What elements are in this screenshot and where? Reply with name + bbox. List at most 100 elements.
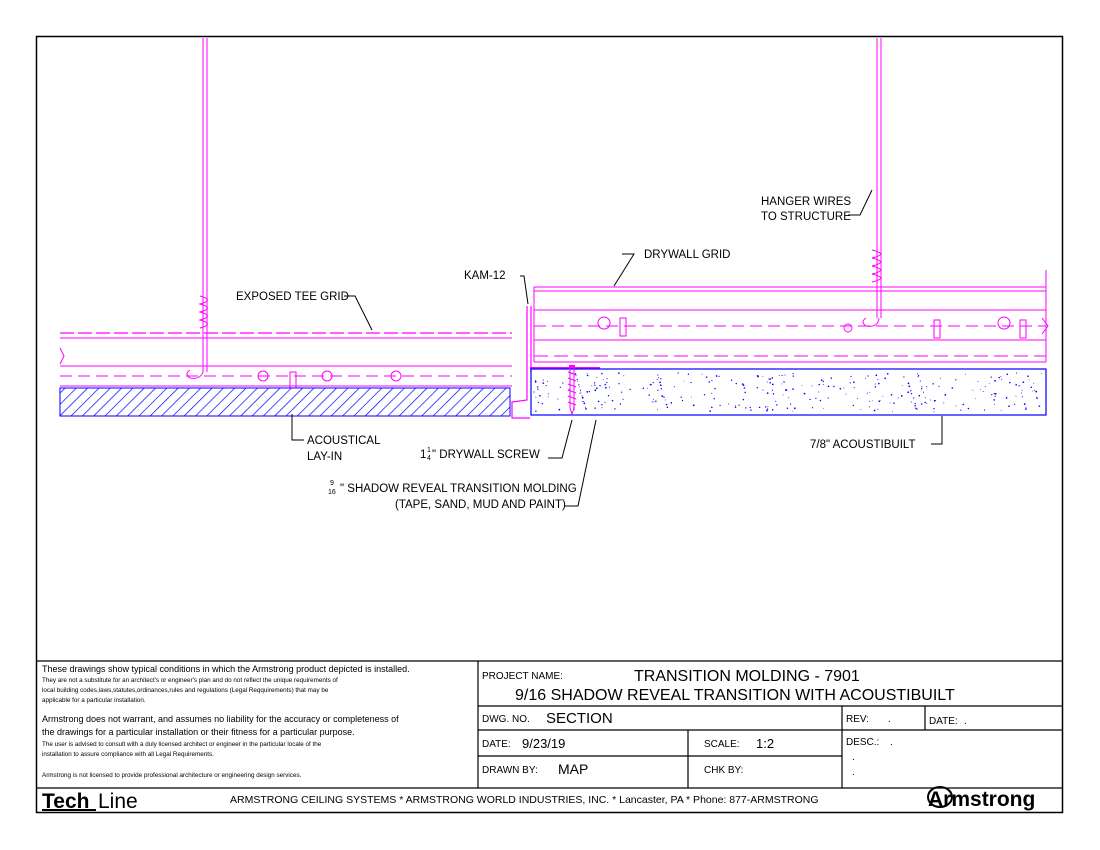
speckle-dot bbox=[601, 407, 603, 409]
speckle-dot bbox=[1031, 390, 1033, 392]
speckle-dot bbox=[793, 407, 796, 410]
speckle-dot bbox=[865, 377, 867, 379]
speckle-dot bbox=[596, 387, 598, 390]
speckle-dot bbox=[903, 376, 905, 378]
speckle-dot bbox=[762, 376, 764, 377]
speckle-dot bbox=[1036, 396, 1038, 399]
speckle-dot bbox=[659, 381, 661, 384]
speckle-dot bbox=[1038, 405, 1041, 407]
speckle-dot bbox=[833, 385, 835, 388]
speckle-dot bbox=[913, 397, 915, 399]
speckle-dot bbox=[878, 382, 880, 385]
speckle-dot bbox=[907, 391, 909, 394]
techline-logo-line: Line bbox=[98, 790, 138, 813]
speckle-dot bbox=[882, 395, 884, 397]
speckle-dot bbox=[657, 409, 659, 411]
speckle-dot bbox=[539, 394, 541, 397]
speckle-dot bbox=[998, 376, 1000, 379]
speckle-dot bbox=[762, 389, 764, 391]
speckle-dot bbox=[728, 403, 730, 405]
speckle-dot bbox=[576, 378, 578, 381]
speckle-dot bbox=[690, 396, 692, 398]
speckle-dot bbox=[767, 406, 769, 408]
speckle-dot bbox=[819, 399, 822, 402]
speckle-dot bbox=[910, 392, 913, 395]
speckle-dot bbox=[932, 383, 934, 385]
speckle-dot bbox=[606, 381, 608, 384]
speckle-dot bbox=[711, 392, 713, 394]
speckle-dot bbox=[1000, 409, 1002, 411]
speckle-dot bbox=[548, 393, 550, 395]
speckle-dot bbox=[1015, 383, 1018, 386]
speckle-dot bbox=[1021, 389, 1023, 391]
techline-logo-tech: Tech bbox=[42, 790, 89, 813]
label-drywall-screw: 1 1 4 " DRYWALL SCREW bbox=[420, 447, 540, 462]
armstrong-logo-text: Armstrong bbox=[928, 788, 1035, 811]
speckle-dot bbox=[546, 380, 548, 382]
speckle-dot bbox=[594, 407, 596, 409]
speckle-dot bbox=[914, 402, 916, 405]
speckle-dot bbox=[601, 372, 603, 375]
speckle-dot bbox=[788, 397, 790, 399]
speckle-dot bbox=[605, 386, 607, 389]
speckle-dot bbox=[962, 403, 965, 406]
company-info: ARMSTRONG CEILING SYSTEMS * ARMSTRONG WO… bbox=[230, 794, 819, 806]
speckle-dot bbox=[666, 406, 669, 409]
screw-den: 4 bbox=[427, 455, 431, 462]
speckle-dot bbox=[849, 382, 851, 384]
speckle-dot bbox=[603, 379, 604, 380]
speckle-dot bbox=[703, 394, 706, 396]
speckle-dot bbox=[535, 410, 537, 412]
label-shadow-reveal: 9 16 " SHADOW REVEAL TRANSITION MOLDING … bbox=[328, 480, 577, 511]
speckle-dot bbox=[874, 383, 876, 385]
speckle-dot bbox=[562, 382, 564, 384]
speckle-dot bbox=[818, 383, 820, 386]
speckle-dot bbox=[967, 407, 970, 410]
shadow-text-1: " SHADOW REVEAL TRANSITION MOLDING bbox=[340, 483, 577, 495]
speckle-dot bbox=[1008, 405, 1010, 408]
speckle-dot bbox=[579, 389, 582, 391]
desc-value-3: . bbox=[852, 767, 855, 778]
speckle-dot bbox=[916, 408, 918, 410]
speckle-dot bbox=[607, 395, 610, 397]
left-hanger-wire bbox=[186, 38, 208, 379]
speckle-dot bbox=[677, 372, 679, 374]
speckle-dot bbox=[658, 377, 660, 379]
speckle-dot bbox=[765, 406, 767, 408]
speckle-dot bbox=[730, 379, 733, 381]
speckle-dot bbox=[921, 388, 923, 390]
shadow-reveal-molding bbox=[511, 306, 600, 419]
speckle-dot bbox=[771, 377, 774, 379]
speckle-dot bbox=[980, 389, 981, 391]
speckle-dot bbox=[535, 396, 537, 398]
speckle-dot bbox=[908, 385, 911, 388]
speckle-dot bbox=[877, 379, 879, 381]
speckle-dot bbox=[1001, 379, 1003, 380]
speckle-dot bbox=[653, 401, 655, 403]
speckle-dot bbox=[533, 391, 535, 393]
speckle-dot bbox=[809, 398, 811, 401]
speckle-dot bbox=[692, 404, 695, 407]
speckle-dot bbox=[900, 395, 903, 397]
speckle-dot bbox=[983, 409, 986, 411]
speckle-dot bbox=[860, 409, 862, 411]
speckle-dot bbox=[769, 378, 772, 380]
speckle-dot bbox=[776, 404, 778, 406]
speckle-dot bbox=[866, 392, 868, 394]
speckle-dot bbox=[745, 407, 747, 409]
speckle-dot bbox=[1022, 381, 1025, 384]
speckle-dot bbox=[611, 399, 614, 402]
label-exposed-tee-grid: EXPOSED TEE GRID bbox=[236, 291, 349, 303]
desc-value-2: . bbox=[852, 752, 855, 763]
speckle-dot bbox=[869, 391, 871, 393]
speckle-dot bbox=[965, 373, 967, 375]
speckle-dot bbox=[618, 383, 620, 385]
speckle-dot bbox=[1020, 392, 1022, 394]
speckle-dot bbox=[705, 376, 708, 378]
speckle-dot bbox=[951, 387, 954, 389]
label-drywall-grid: DRYWALL GRID bbox=[644, 249, 730, 261]
speckle-dot bbox=[1023, 403, 1026, 405]
footer: Tech Line ARMSTRONG CEILING SYSTEMS * AR… bbox=[42, 786, 1035, 813]
speckle-dot bbox=[579, 392, 581, 394]
speckle-dot bbox=[719, 404, 721, 407]
